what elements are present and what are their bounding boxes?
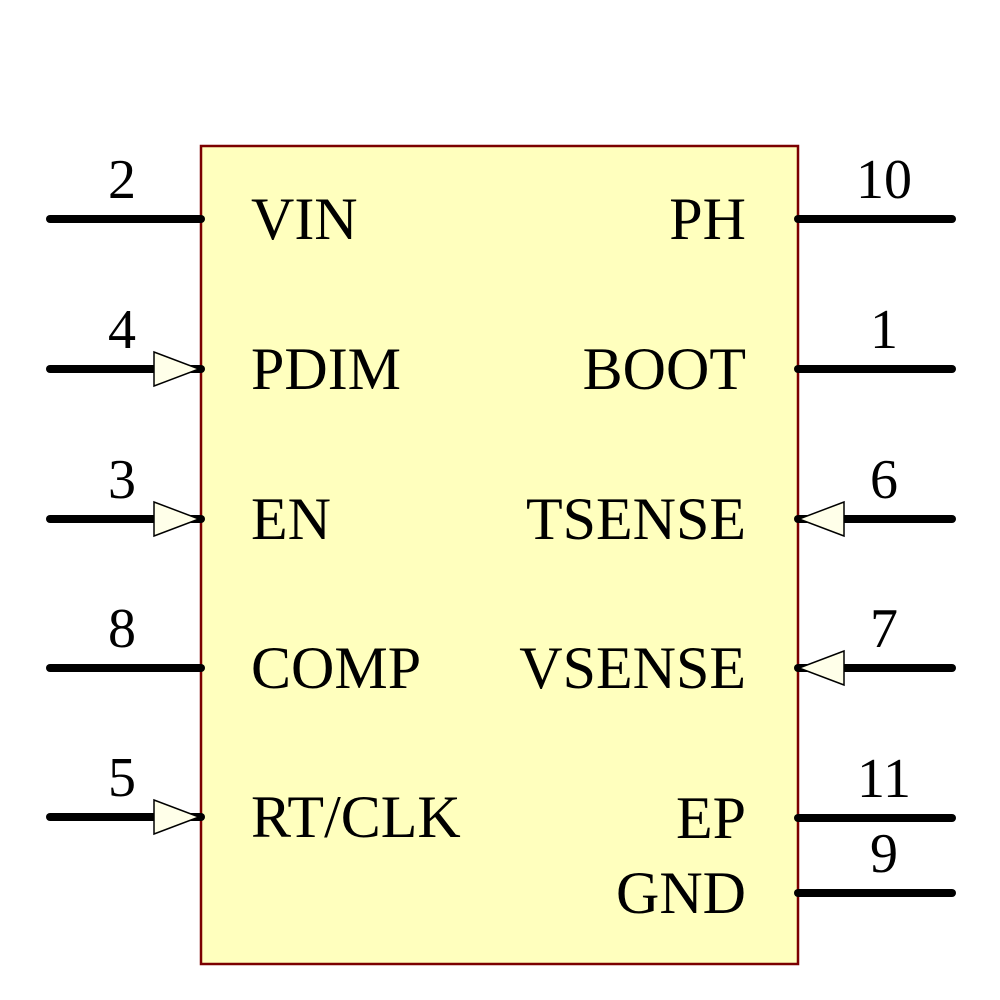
pin-3[interactable]: 3EN: [46, 449, 331, 552]
pin-label: PDIM: [251, 336, 401, 402]
pin-label: TSENSE: [526, 486, 746, 552]
pin-label: EP: [676, 785, 746, 851]
pin-number: 5: [108, 747, 136, 809]
pin-number: 11: [857, 748, 911, 810]
pin-number: 6: [870, 449, 898, 511]
pin-number: 7: [870, 598, 898, 660]
pin-label: RT/CLK: [251, 784, 461, 850]
component-body[interactable]: [199, 144, 800, 966]
pin-label: COMP: [251, 635, 421, 701]
pin-number: 3: [108, 449, 136, 511]
input-arrow-icon: [796, 500, 845, 538]
input-arrow-icon: [796, 649, 845, 687]
input-arrow-icon: [153, 350, 202, 388]
pin-label: BOOT: [583, 336, 746, 402]
pin-number: 4: [108, 299, 136, 361]
pin-number: 9: [870, 823, 898, 885]
pin-number: 1: [870, 299, 898, 361]
pin-label: VSENSE: [519, 635, 746, 701]
pin-label: EN: [251, 486, 331, 552]
pin-5[interactable]: 5RT/CLK: [46, 747, 461, 850]
pin-label: PH: [669, 186, 746, 252]
pin-label: GND: [616, 860, 746, 926]
pin-number: 8: [108, 598, 136, 660]
input-arrow-icon: [153, 500, 202, 538]
input-arrow-icon: [153, 798, 202, 836]
pin-number: 2: [108, 149, 136, 211]
pin-label: VIN: [251, 186, 358, 252]
pin-number: 10: [856, 149, 912, 211]
